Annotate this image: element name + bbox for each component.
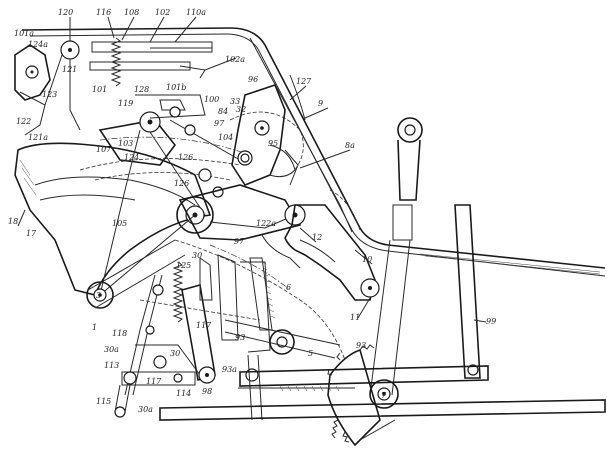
ref-121: 121 [62,65,77,74]
ref-99: 99 [486,317,496,326]
lower-left-pivots [114,274,201,418]
ref-6: 6 [286,283,291,292]
leader-lines [17,16,487,323]
top-rails [89,41,213,79]
ref-97b: 97 [234,237,245,246]
ref-3: 3 [96,291,101,300]
upright-lever [369,117,423,396]
ref-95: 95 [268,139,278,148]
ref-93a: 93a [222,365,237,374]
ref-93: 93 [235,333,245,342]
ref-125: 125 [176,261,191,270]
top-left-bracket [14,44,51,136]
spring-125 [172,261,184,323]
ref-18: 18 [8,217,18,226]
ref-8a: 8a [345,141,355,150]
ref-7: 7 [381,391,387,400]
ref-122a: 122a [256,219,276,228]
ref-123: 123 [42,90,57,99]
ref-84: 84 [218,107,228,116]
ref-115: 115 [96,397,111,406]
ref-33: 33 [230,97,240,106]
phantom-paths [139,189,361,361]
ref-114: 114 [176,389,191,398]
ref-118: 118 [112,329,127,338]
rod-99 [454,204,481,379]
spring-108 [110,37,122,87]
ref-102: 102 [155,8,170,17]
ref-128: 128 [134,85,149,94]
ref-102a: 102a [225,55,245,64]
central-linkage [79,94,253,296]
ref-117b: 117 [146,377,162,386]
ref-103: 103 [118,139,133,148]
ref-98: 98 [202,387,212,396]
lever-10 [261,204,380,301]
ref-97: 97 [214,119,225,128]
ref-100: 100 [204,95,219,104]
ref-9: 9 [318,99,323,108]
cam-plate-right [229,84,304,186]
ref-5: 5 [308,349,313,358]
ref-32: 32 [236,105,246,114]
ref-108: 108 [124,8,139,17]
ref-96: 96 [248,75,258,84]
ref-1: 1 [92,323,97,332]
ref-107: 107 [96,145,112,154]
ref-122: 122 [16,117,31,126]
pivot-2 [224,319,341,359]
ref-12: 12 [312,233,322,242]
housing [21,27,606,277]
ref-30b: 30 [170,349,180,358]
ref-105: 105 [112,219,127,228]
link-120 [44,40,81,131]
ref-11: 11 [350,313,360,322]
reference-numerals: 120 116 108 102 110a 101a 124a 121 102a … [8,8,496,414]
ref-116: 116 [96,8,111,17]
ref-126b: 126 [174,179,189,188]
lower-middle-links [181,254,271,421]
ref-30a-b: 30a [138,405,153,414]
ref-101a: 101a [14,29,34,38]
ref-104: 104 [218,133,233,142]
ref-119: 119 [118,99,133,108]
ref-30a: 30a [104,345,119,354]
ref-93b: 93 [356,341,366,350]
ref-124a: 124a [28,40,48,49]
ref-121a: 121a [28,133,48,142]
ref-110a: 110a [186,8,206,17]
gear-segment-93 [327,344,396,447]
bottom-bars [159,365,606,421]
ref-126: 126 [178,153,193,162]
ref-101b: 101b [166,83,186,92]
pinion-7 [279,379,399,409]
ref-113: 113 [104,361,119,370]
ref-117: 117 [196,321,212,330]
lower-left-arm [86,239,186,309]
ref-17: 17 [26,229,37,238]
ref-120: 120 [58,8,73,17]
ref-30: 30 [192,251,202,260]
ref-124: 124 [124,153,139,162]
ref-127: 127 [296,77,312,86]
ref-101: 101 [92,85,107,94]
